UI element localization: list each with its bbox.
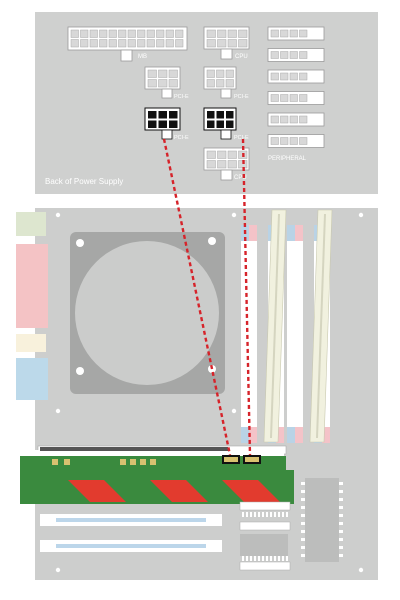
cpu-connector-top: CPU [203, 26, 250, 60]
motherboard [16, 208, 378, 580]
pcie-connector-4-highlighted: PCI-E [203, 107, 249, 141]
chipset-area [239, 478, 343, 571]
peripheral-connectors [267, 26, 325, 148]
ram-slot [287, 225, 303, 443]
mounting-holes [55, 212, 364, 573]
pcie-connector-3-highlighted: PCI-E [144, 107, 189, 141]
peripheral-label: PERIPHERAL [268, 156, 307, 162]
io-port-green [16, 212, 46, 236]
pcie-3-label: PCI-E [174, 135, 189, 141]
power-supply-back: MB CPU PCI-E PCI-E PCI-E [35, 12, 378, 194]
cpu-fan [75, 241, 219, 385]
pcie-connector-1: PCI-E [144, 66, 189, 100]
mb-connector: MB [67, 26, 188, 62]
ram-slots [241, 209, 333, 443]
gpu-bracket [22, 450, 284, 458]
psu-caption: Back of Power Supply [45, 177, 123, 186]
chip-small [240, 534, 288, 556]
cpu-cooler [70, 232, 225, 394]
ram-slot [241, 225, 257, 443]
cpu-bottom-label: CPU [234, 175, 247, 181]
pcie-connector-2: PCI-E [203, 66, 249, 100]
chip-large [305, 478, 339, 562]
pcie-1-label: PCI-E [174, 94, 189, 100]
power-cables [162, 138, 252, 456]
cpu-top-label: CPU [235, 54, 248, 60]
cable-pcie-3-to-gpu [162, 138, 232, 456]
lower-pcie-slots [40, 514, 222, 552]
pcie-2-label: PCI-E [234, 94, 249, 100]
io-port-cream [16, 334, 46, 352]
io-panel [16, 212, 48, 400]
io-port-blue [16, 358, 48, 400]
gpu-components [52, 459, 156, 465]
graphics-card [20, 447, 294, 504]
gpu-stripes [68, 480, 280, 502]
gpu-backplate [40, 447, 228, 451]
mb-label: MB [138, 54, 147, 60]
io-port-pink [16, 244, 48, 328]
pcie-4-label: PCI-E [234, 135, 249, 141]
cable-pcie-4-to-gpu [241, 138, 252, 456]
